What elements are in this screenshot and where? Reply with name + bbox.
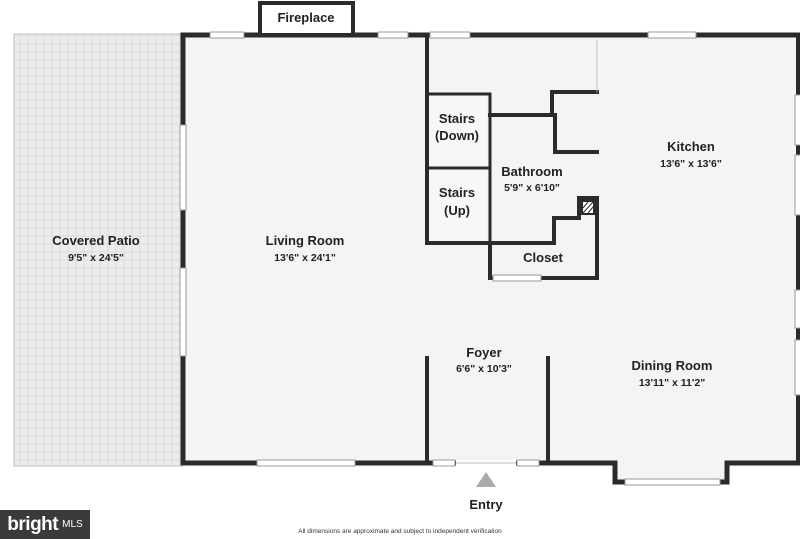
dining-room-label: Dining Room [632, 358, 713, 373]
bathroom-label: Bathroom [501, 164, 562, 179]
bathroom-dims: 5'9" x 6'10" [504, 182, 560, 194]
kitchen-dims: 13'6" x 13'6" [660, 158, 722, 170]
stairs-down-label-line2: (Down) [435, 128, 479, 143]
covered-patio-label: Covered Patio [52, 233, 139, 248]
brand-name: bright [7, 513, 59, 535]
brand-logo: bright MLS [0, 510, 90, 539]
closet-label: Closet [523, 250, 563, 265]
foyer-label: Foyer [466, 345, 501, 360]
windows [179, 31, 800, 486]
stairs-up-panel [428, 170, 486, 242]
entry-label: Entry [469, 497, 503, 512]
stairs-down-label-line1: Stairs [439, 111, 475, 126]
dining-room-dims: 13'11" x 11'2" [639, 377, 705, 389]
vent-hatch [582, 201, 594, 214]
living-room-dims: 13'6" x 24'1" [274, 252, 336, 264]
foyer-dims: 6'6" x 10'3" [456, 363, 512, 375]
living-room-label: Living Room [266, 233, 345, 248]
stairs-up-label-line1: Stairs [439, 185, 475, 200]
covered-patio-dims: 9'5" x 24'5" [68, 252, 124, 264]
dining-bay-floor [615, 460, 727, 482]
brand-suffix: MLS [62, 519, 83, 530]
entry-arrow [476, 472, 496, 487]
stairs-down-panel [428, 94, 486, 166]
covered-patio-area [13, 33, 183, 467]
disclaimer-text: All dimensions are approximate and subje… [298, 528, 502, 535]
fireplace-label: Fireplace [277, 10, 334, 25]
stairs-up-label-line2: (Up) [444, 203, 470, 218]
kitchen-label: Kitchen [667, 139, 715, 154]
